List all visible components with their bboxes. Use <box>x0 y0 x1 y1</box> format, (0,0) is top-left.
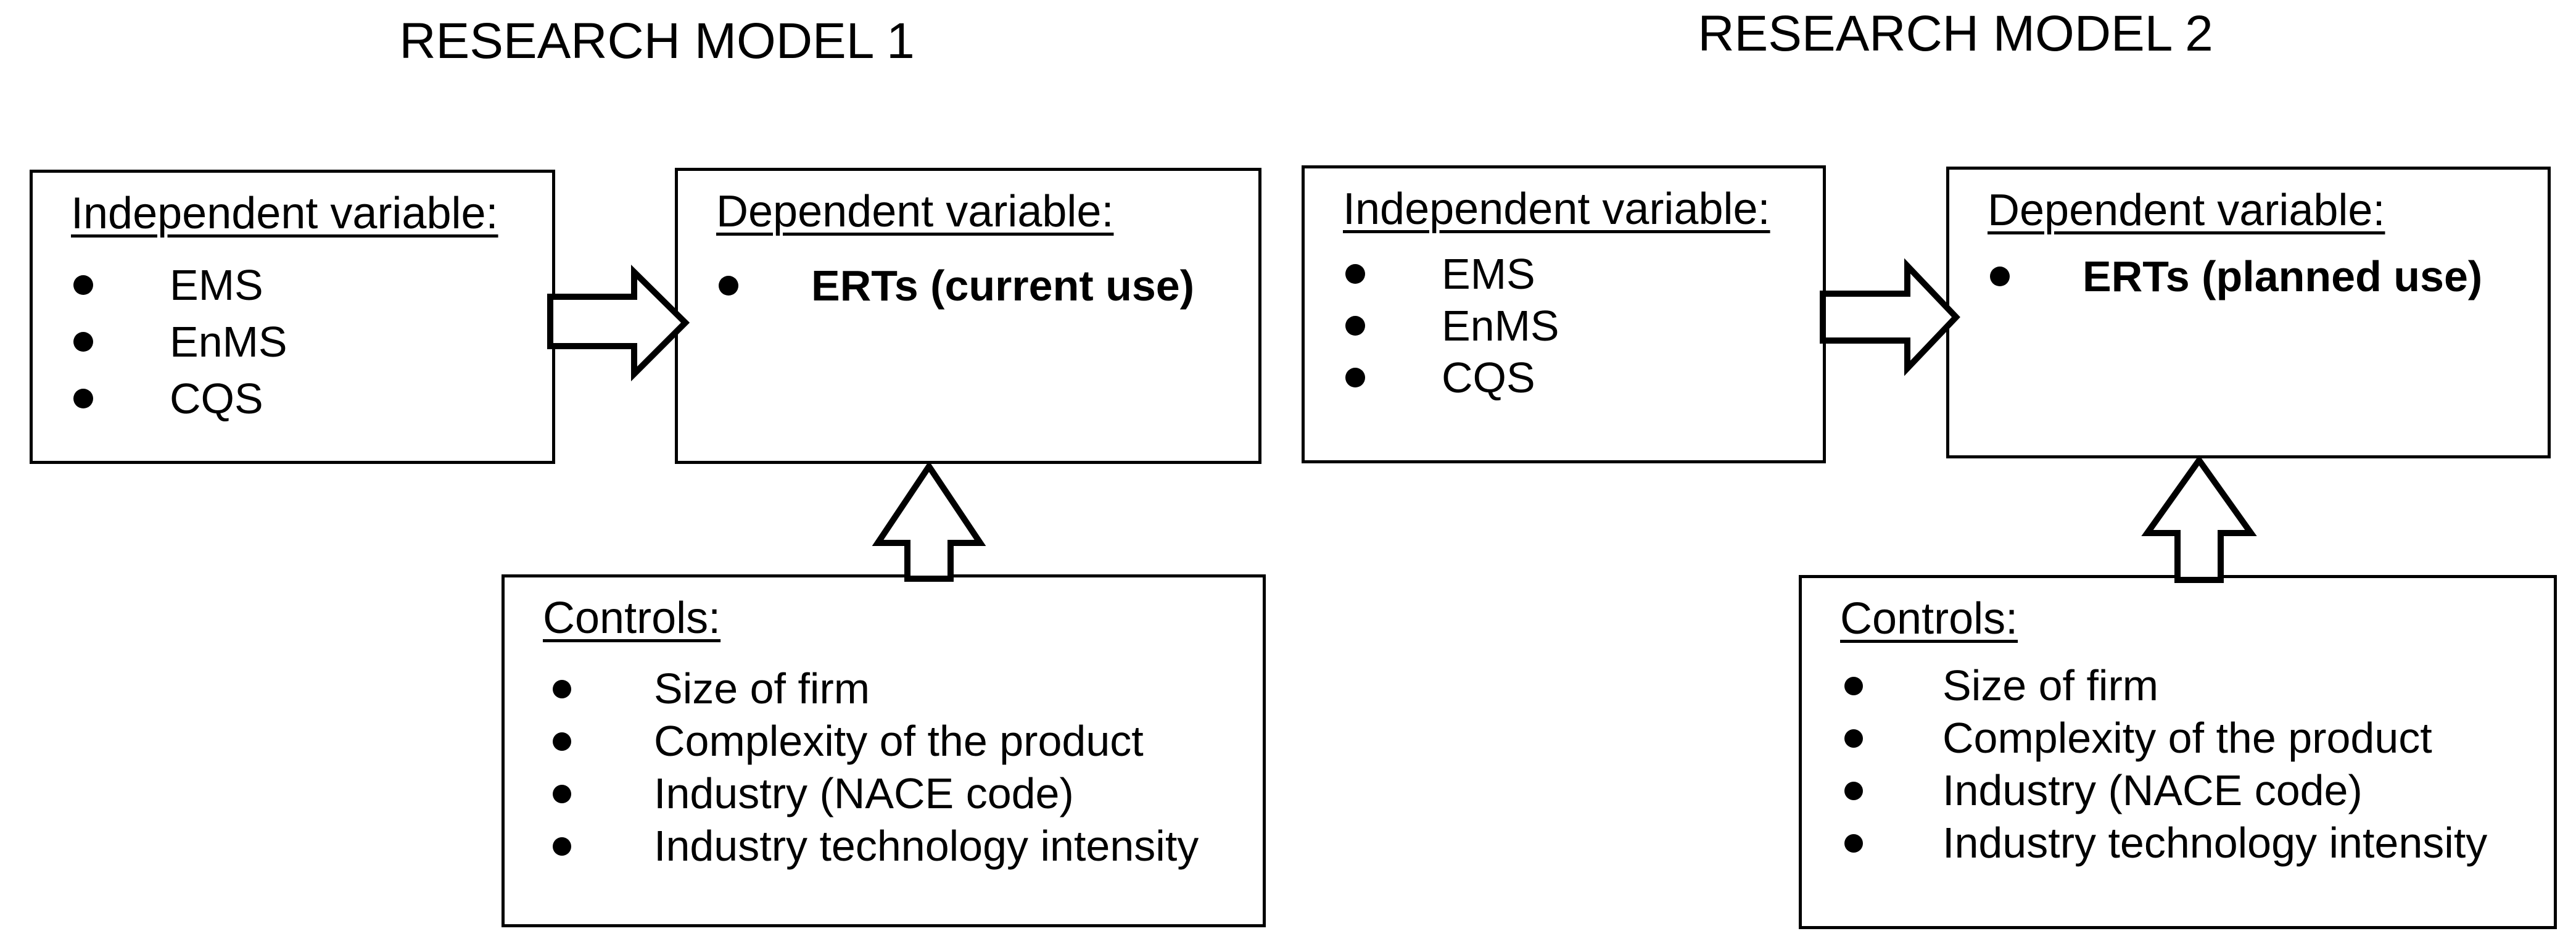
list-item-label: EnMS <box>170 318 287 366</box>
model-2-title: RESEARCH MODEL 2 <box>1698 6 2213 62</box>
list-item: EMS <box>1305 248 1823 300</box>
list-item: Size of firm <box>505 663 1263 715</box>
bullet-icon <box>1844 834 1863 853</box>
list-item-label: Size of firm <box>654 664 870 713</box>
bullet-icon <box>1345 368 1365 387</box>
bullet-icon <box>1345 316 1365 336</box>
list-item-label: CQS <box>1442 354 1535 402</box>
list-item: Industry (NACE code) <box>1802 764 2554 817</box>
bullet-icon <box>1990 267 2010 286</box>
list-item: EnMS <box>33 313 552 370</box>
list-item: CQS <box>33 370 552 427</box>
model-2-independent-variable-box: Independent variable: EMS EnMS CQS <box>1302 165 1826 463</box>
list-item-label: ERTs (planned use) <box>2083 252 2483 300</box>
list-item-label: EMS <box>1442 250 1535 298</box>
list-item: Complexity of the product <box>505 715 1263 767</box>
independent-variable-heading: Independent variable: <box>71 189 498 238</box>
model-1-arrow-up-icon <box>872 461 986 582</box>
list-item-label: Industry technology intensity <box>654 822 1199 870</box>
bullet-icon <box>553 837 571 856</box>
list-item-label: Complexity of the product <box>1942 714 2432 762</box>
list-item-label: Industry technology intensity <box>1942 819 2488 867</box>
dependent-variable-list: ERTs (current use) <box>678 257 1258 314</box>
bullet-icon <box>1844 676 1863 695</box>
list-item-label: EnMS <box>1442 302 1559 350</box>
independent-variable-list: EMS EnMS CQS <box>33 257 552 427</box>
bullet-icon <box>1345 264 1365 284</box>
list-item-label: Size of firm <box>1942 661 2159 709</box>
bullet-icon <box>1844 729 1863 748</box>
bullet-icon <box>553 732 571 751</box>
list-item: ERTs (current use) <box>678 257 1258 314</box>
model-1-arrow-right-icon <box>547 265 690 382</box>
list-item: EMS <box>33 257 552 313</box>
list-item-label: EMS <box>170 261 263 309</box>
list-item-label: Complexity of the product <box>654 717 1144 765</box>
list-item: ERTs (planned use) <box>1949 248 2548 305</box>
bullet-icon <box>73 389 93 408</box>
list-item-label: ERTs (current use) <box>811 262 1195 310</box>
model-1-controls-box: Controls: Size of firm Complexity of the… <box>502 574 1266 927</box>
model-1-dependent-variable-box: Dependent variable: ERTs (current use) <box>675 168 1261 464</box>
list-item: EnMS <box>1305 300 1823 352</box>
dependent-variable-heading: Dependent variable: <box>716 187 1114 236</box>
controls-list: Size of firm Complexity of the product I… <box>505 663 1263 872</box>
independent-variable-list: EMS EnMS CQS <box>1305 248 1823 403</box>
list-item: Complexity of the product <box>1802 712 2554 764</box>
bullet-icon <box>553 784 571 803</box>
model-2-arrow-right-icon <box>1820 258 1960 376</box>
bullet-icon <box>719 276 738 296</box>
list-item: Industry technology intensity <box>505 820 1263 872</box>
list-item-label: Industry (NACE code) <box>654 769 1074 817</box>
model-2-arrow-up-icon <box>2141 455 2257 583</box>
list-item-label: Industry (NACE code) <box>1942 766 2363 814</box>
dependent-variable-list: ERTs (planned use) <box>1949 248 2548 305</box>
model-1-independent-variable-box: Independent variable: EMS EnMS CQS <box>30 170 555 464</box>
bullet-icon <box>1844 781 1863 800</box>
bullet-icon <box>73 332 93 352</box>
independent-variable-heading: Independent variable: <box>1343 184 1770 234</box>
list-item-label: CQS <box>170 374 263 423</box>
model-2-dependent-variable-box: Dependent variable: ERTs (planned use) <box>1946 167 2551 458</box>
controls-heading: Controls: <box>543 594 721 643</box>
dependent-variable-heading: Dependent variable: <box>1988 186 2385 235</box>
controls-list: Size of firm Complexity of the product I… <box>1802 660 2554 869</box>
list-item: CQS <box>1305 352 1823 403</box>
controls-heading: Controls: <box>1840 594 2018 643</box>
bullet-icon <box>73 275 93 295</box>
bullet-icon <box>553 679 571 698</box>
list-item: Size of firm <box>1802 660 2554 712</box>
list-item: Industry (NACE code) <box>505 767 1263 820</box>
model-1-title: RESEARCH MODEL 1 <box>399 13 915 69</box>
list-item: Industry technology intensity <box>1802 817 2554 869</box>
model-2-controls-box: Controls: Size of firm Complexity of the… <box>1799 575 2557 929</box>
